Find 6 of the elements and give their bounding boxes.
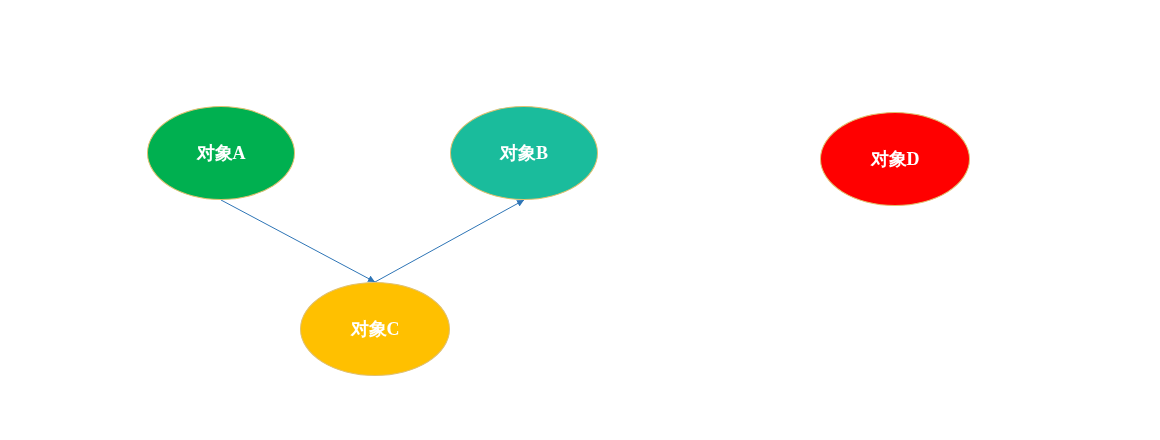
arrow bbox=[374, 199, 525, 283]
node-label: 对象C bbox=[350, 317, 400, 341]
node-label: 对象B bbox=[500, 141, 548, 165]
node-label: 对象D bbox=[870, 147, 920, 171]
node-label: 对象A bbox=[196, 141, 246, 165]
arrow bbox=[220, 199, 376, 283]
